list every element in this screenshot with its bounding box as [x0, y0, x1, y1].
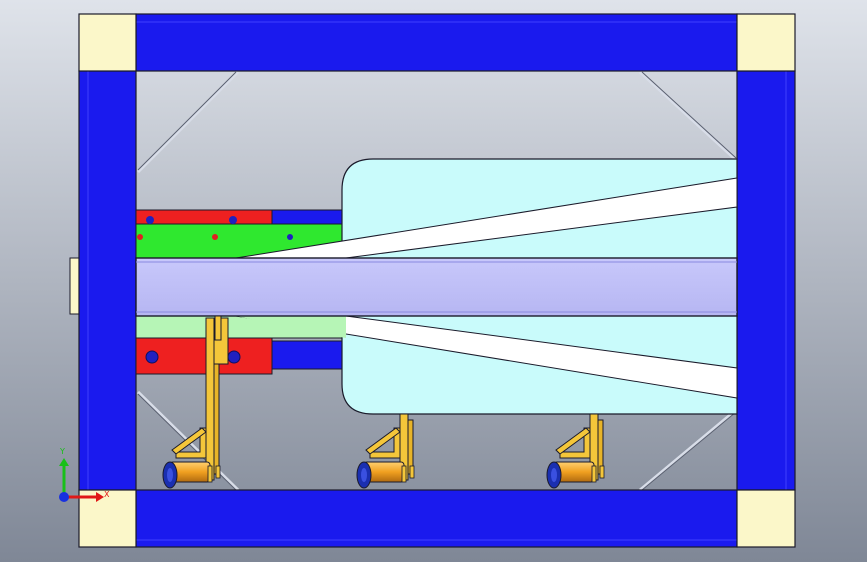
corner-bottom-left[interactable] — [78, 489, 137, 548]
bolt-hole — [229, 216, 237, 224]
bolt-hole — [146, 216, 154, 224]
y-axis-label: Y — [59, 447, 65, 456]
bracket-arm — [365, 427, 401, 455]
bracket-tab — [591, 465, 597, 483]
upper-red-block[interactable] — [135, 209, 273, 225]
bracket-top-clamp — [214, 315, 222, 341]
bracket-arm — [171, 427, 207, 455]
bolt-hole — [137, 234, 143, 240]
upper-slide-blocks[interactable] — [135, 209, 347, 259]
lower-blue-block[interactable] — [271, 340, 347, 370]
x-axis-label: X — [104, 490, 110, 499]
lower-wedge-strip-green-part — [236, 316, 346, 338]
y-arrow-head — [59, 458, 69, 466]
bracket-tab — [215, 465, 221, 479]
x-arrow-head — [96, 492, 104, 502]
bracket-tab — [409, 465, 415, 479]
bolt-hole — [145, 350, 159, 364]
blue-frame[interactable] — [78, 13, 796, 548]
roller-hub — [361, 468, 367, 482]
lower-red-block[interactable] — [135, 337, 273, 375]
coordinate-triad: X Y — [59, 447, 110, 502]
center-guide-rod[interactable] — [135, 257, 738, 317]
left-side-tab — [69, 257, 80, 315]
bracket-vertical-plate — [205, 317, 215, 481]
bracket-tab — [401, 465, 407, 483]
upper-blue-block[interactable] — [271, 209, 347, 225]
frame-bottom-beam[interactable] — [135, 489, 738, 548]
corner-bottom-right[interactable] — [736, 489, 796, 548]
roller-hub — [167, 468, 173, 482]
bolt-hole — [212, 234, 218, 240]
bolt-hole — [287, 234, 293, 240]
corner-top-left[interactable] — [78, 13, 137, 72]
roller-assemblies — [162, 315, 605, 489]
frame-right-post[interactable] — [736, 70, 796, 491]
bracket-tab — [599, 465, 605, 479]
corner-top-right[interactable] — [736, 13, 796, 72]
bracket-tab — [207, 465, 213, 483]
corner-blocks — [78, 13, 796, 548]
origin-point — [59, 492, 69, 502]
roller-hub — [551, 468, 557, 482]
frame-top-beam[interactable] — [135, 13, 738, 72]
bolt-hole — [227, 350, 241, 364]
bracket-arm — [555, 427, 591, 455]
